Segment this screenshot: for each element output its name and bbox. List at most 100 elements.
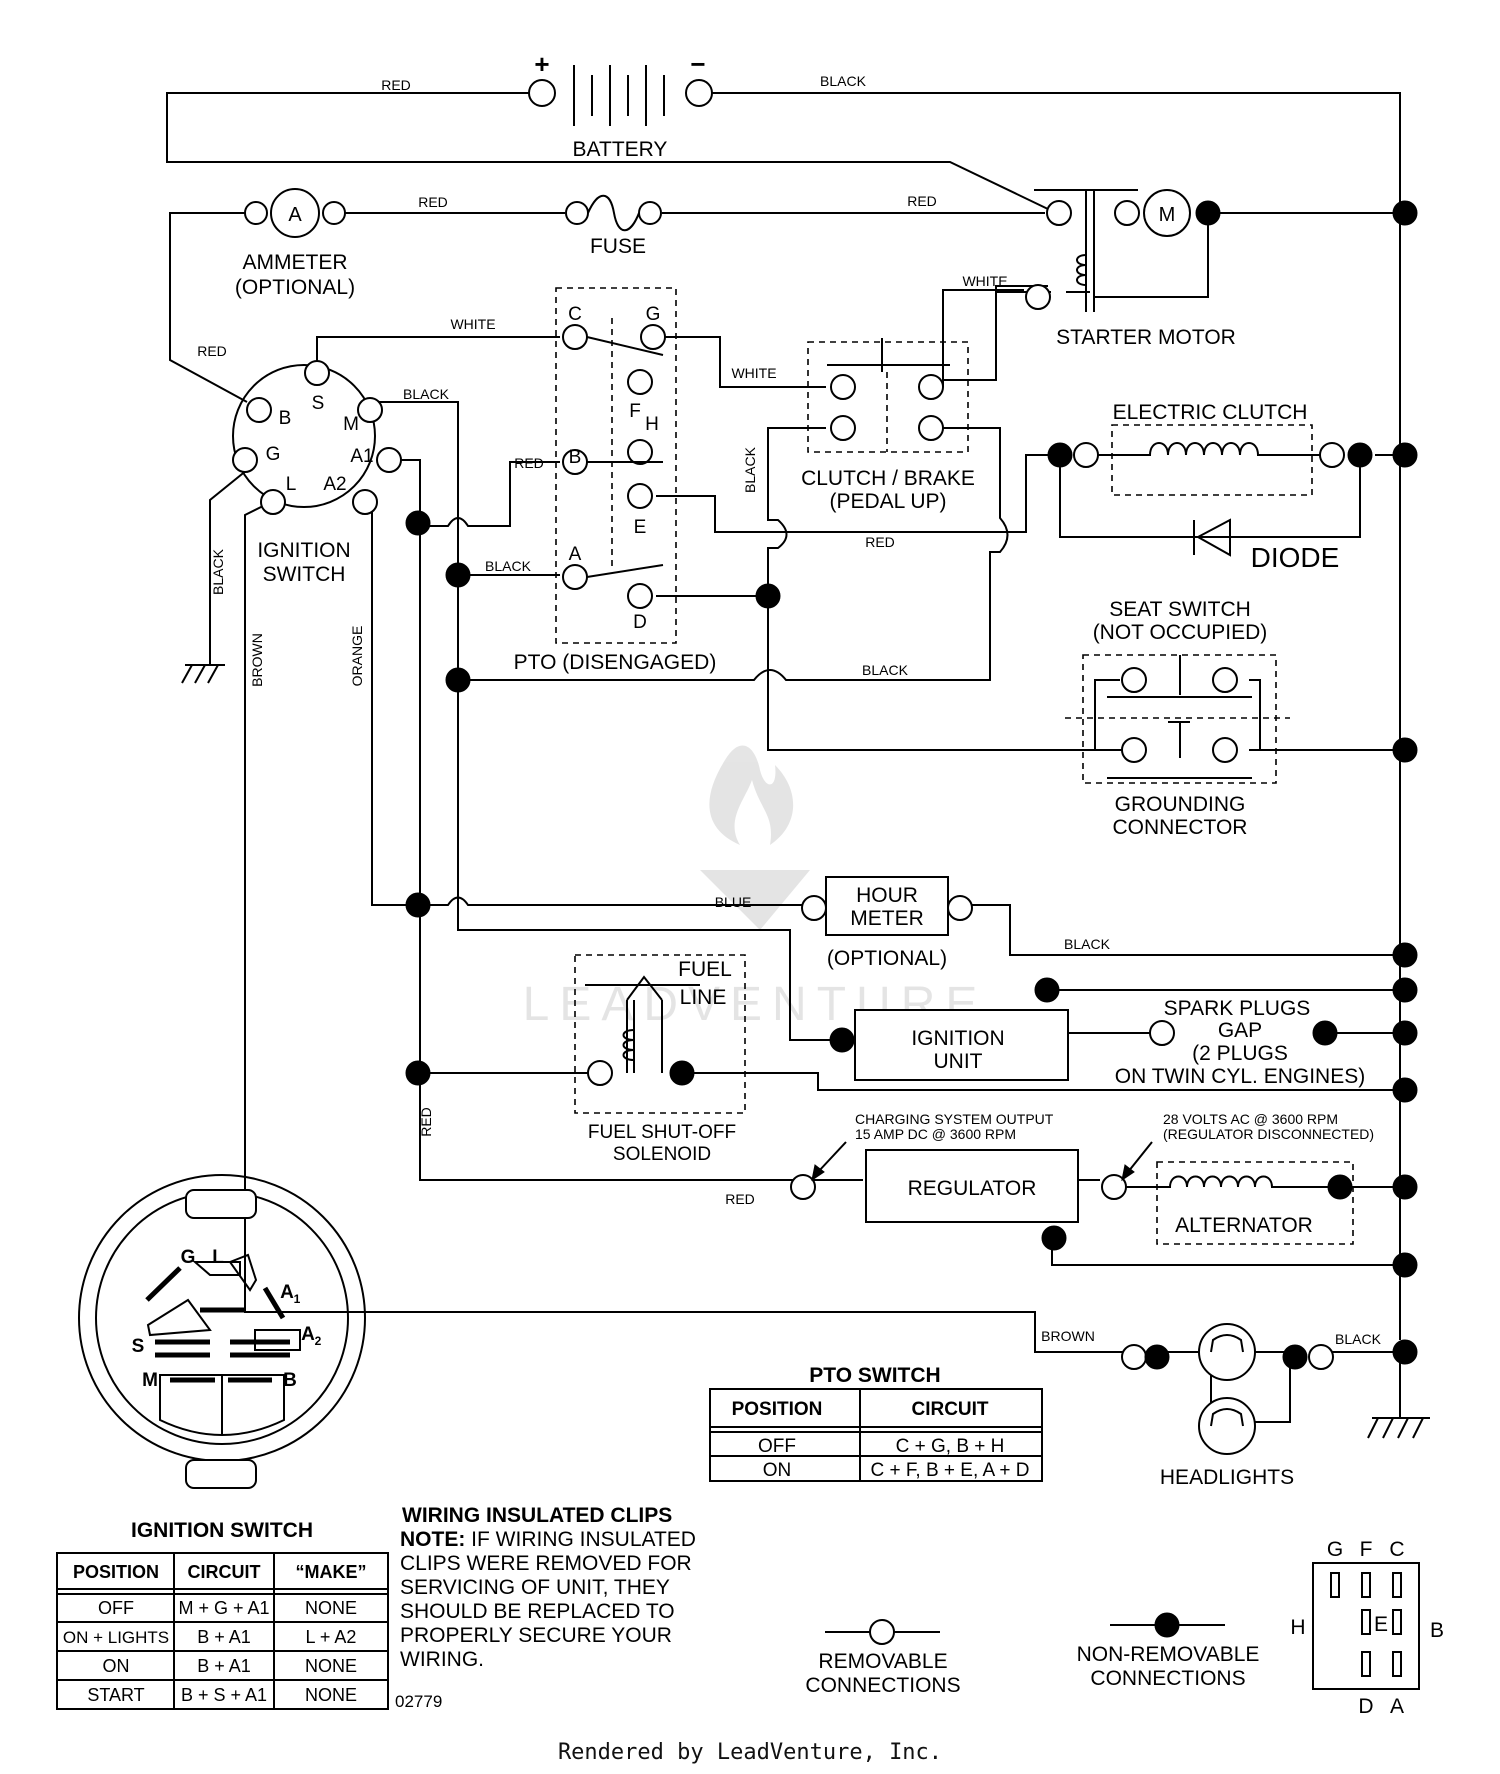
pto-cell: C + G, B + H [896, 1436, 1005, 1457]
wire-label-red-3: RED [907, 193, 937, 209]
diode-label: DIODE [1251, 542, 1340, 573]
ign-g-label: G [266, 444, 281, 465]
conn-d-label: D [1358, 1695, 1373, 1718]
conn-a-label: A [1390, 1695, 1404, 1718]
pto-switch: C G F H B E A D PTO (DISENGAGED) [514, 287, 716, 674]
ign-cell: NONE [305, 1598, 357, 1618]
face-a1-label: A [280, 1282, 294, 1303]
junctions [405, 200, 1418, 1365]
electric-clutch-label: ELECTRIC CLUTCH [1113, 401, 1308, 424]
regulator: REGULATOR CHARGING SYSTEM OUTPUT 15 AMP … [790, 1111, 1374, 1251]
wire-label-black-3: BLACK [485, 558, 532, 574]
wire-label-red-1: RED [381, 77, 411, 93]
hour-meter: HOUR METER (OPTIONAL) [801, 876, 973, 970]
terminal-l [260, 489, 286, 515]
ign-cell: START [87, 1685, 144, 1705]
fuel-line-label-2: LINE [680, 986, 727, 1009]
pto-header-position: POSITION [732, 1399, 823, 1420]
wire-label-orange: ORANGE [349, 626, 365, 687]
pto-cell: OFF [758, 1436, 796, 1457]
ign-cell: OFF [98, 1598, 134, 1618]
ammeter: A AMMETER (OPTIONAL) [235, 188, 355, 299]
ign-header-make: “MAKE” [296, 1562, 367, 1582]
fuel-line-label-1: FUEL [678, 958, 732, 981]
note-line-4: SHOULD BE REPLACED TO [400, 1600, 675, 1623]
diode: DIODE [1193, 518, 1340, 573]
ign-b-label: B [279, 408, 292, 429]
hour-meter-optional-label: (OPTIONAL) [827, 947, 947, 970]
conn-e-label: E [1374, 1613, 1388, 1636]
face-a1-sub: 1 [294, 1292, 301, 1306]
ammeter-label: AMMETER [243, 251, 348, 274]
spark-label-3: (2 PLUGS [1192, 1042, 1288, 1065]
face-a2-label: A [301, 1324, 315, 1345]
pto-table-title: PTO SWITCH [809, 1364, 940, 1387]
starter-motor-label: STARTER MOTOR [1056, 326, 1236, 349]
ign-cell: ON [103, 1656, 130, 1676]
headlights-label: HEADLIGHTS [1160, 1466, 1294, 1489]
wire-label-black-1: BLACK [820, 73, 867, 89]
ignition-switch-face: G L A 1 A 2 S M B [78, 1174, 366, 1489]
spark-label-1: SPARK PLUGS [1164, 997, 1311, 1020]
pto-header-circuit: CIRCUIT [911, 1399, 988, 1420]
legend-removable-2: CONNECTIONS [805, 1674, 960, 1697]
wire-label-black-2: BLACK [403, 386, 450, 402]
note-line-1: NOTE: IF WIRING INSULATED [400, 1528, 696, 1551]
terminal-m [357, 397, 383, 423]
wire-label-red-4: RED [197, 343, 227, 359]
legend-removable-1: REMOVABLE [818, 1650, 947, 1673]
terminal-s [304, 360, 330, 386]
ign-header-position: POSITION [73, 1562, 159, 1582]
terminal-a2 [352, 489, 378, 515]
fuel-solenoid-label-1: FUEL SHUT-OFF [588, 1122, 736, 1143]
ign-l-label: L [286, 474, 297, 495]
wire-labels: RED BLACK RED RED WHITE RED WHITE WHITE … [197, 73, 1381, 1347]
ign-a2-label: A2 [323, 474, 346, 495]
seat-switch-label: SEAT SWITCH [1109, 598, 1251, 621]
ignition-switch-label-1: IGNITION [257, 539, 350, 562]
wire-label-black-5: BLACK [1064, 936, 1111, 952]
note-prefix: NOTE: [400, 1528, 465, 1551]
battery-plus-label: + [534, 49, 549, 79]
wire-label-black-4: BLACK [862, 662, 909, 678]
battery: + − BATTERY [528, 49, 713, 161]
wire-label-red-8: RED [418, 1107, 434, 1137]
note-title: WIRING INSULATED CLIPS [402, 1504, 672, 1527]
ign-a1-label: A1 [350, 446, 373, 467]
volts-label-2: (REGULATOR DISCONNECTED) [1163, 1126, 1374, 1142]
pto-b-label: B [569, 447, 582, 468]
terminal-g [232, 447, 258, 473]
pto-e-label: E [634, 517, 647, 538]
terminal-a1 [376, 447, 402, 473]
charging-label-1: CHARGING SYSTEM OUTPUT [855, 1111, 1054, 1127]
face-b-label: B [283, 1370, 297, 1391]
face-l-label: L [212, 1247, 224, 1268]
note-line-1-text: IF WIRING INSULATED [465, 1528, 696, 1551]
clutch-brake-label: CLUTCH / BRAKE [801, 467, 975, 490]
wire-label-red-7: RED [725, 1191, 755, 1207]
ign-m-label: M [343, 414, 359, 435]
alternator-label: ALTERNATOR [1175, 1214, 1313, 1237]
legend-nonremovable-1: NON-REMOVABLE [1077, 1643, 1260, 1666]
pto-h-label: H [645, 414, 659, 435]
ignition-switch: S B M G A1 L A2 IGNITION SWITCH [232, 360, 402, 586]
spark-label-4: ON TWIN CYL. ENGINES) [1115, 1065, 1365, 1088]
face-m-label: M [142, 1370, 158, 1391]
terminal-b [246, 397, 272, 423]
note-line-2: CLIPS WERE REMOVED FOR [400, 1552, 692, 1575]
ign-cell: NONE [305, 1656, 357, 1676]
clutch-brake-switch: CLUTCH / BRAKE (PEDAL UP) [801, 338, 975, 513]
wire-label-brown-2: BROWN [249, 633, 265, 687]
pto-f-label: F [629, 401, 641, 422]
wire-label-white-3: WHITE [731, 365, 776, 381]
wire-label-black-7: BLACK [742, 446, 758, 493]
electric-clutch: ELECTRIC CLUTCH [1047, 401, 1373, 496]
ign-cell: ON + LIGHTS [63, 1628, 169, 1647]
volts-label-1: 28 VOLTS AC @ 3600 RPM [1163, 1111, 1338, 1127]
pto-table: PTO SWITCH POSITION CIRCUIT OFF C + G, B… [709, 1364, 1043, 1482]
wire-label-red-6: RED [865, 534, 895, 550]
ign-cell: B + A1 [197, 1656, 251, 1676]
wire-label-red-2: RED [418, 194, 448, 210]
ignition-unit-label-2: UNIT [934, 1050, 983, 1073]
